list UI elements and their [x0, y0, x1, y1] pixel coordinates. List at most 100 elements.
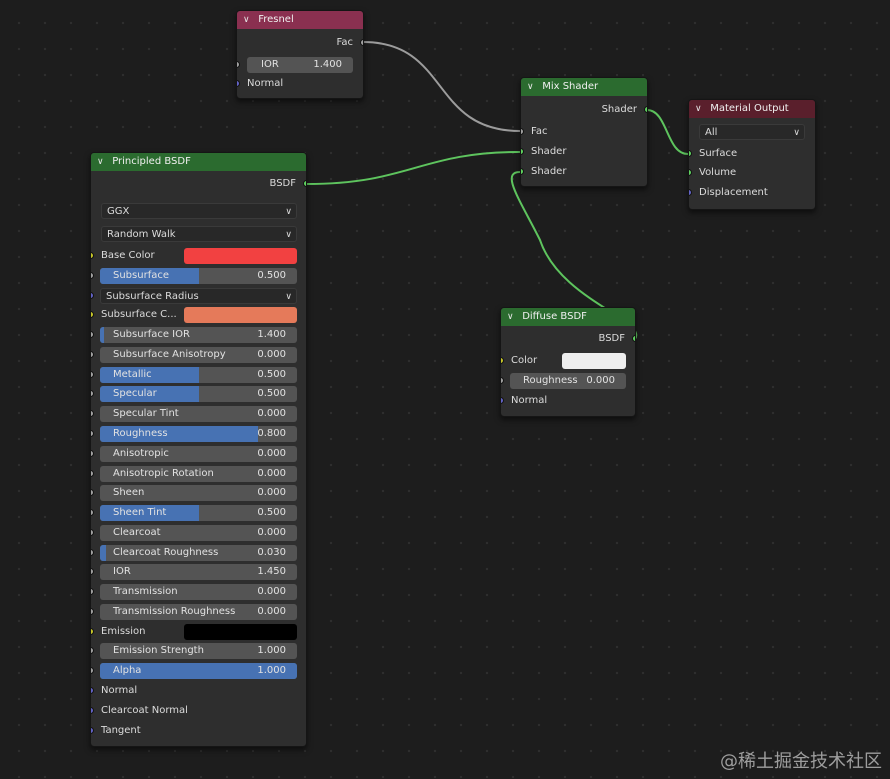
field-input-socket[interactable]: [91, 509, 94, 516]
shader1-input-socket[interactable]: [521, 148, 524, 155]
fac-output-socket[interactable]: [360, 39, 363, 46]
emission-row: Emission: [91, 622, 306, 642]
color-input-socket[interactable]: [501, 357, 504, 364]
normal-socket[interactable]: [91, 687, 94, 694]
field-row: Subsurface Anisotropy 0.000: [91, 345, 306, 365]
field-input-socket[interactable]: [91, 450, 94, 457]
field-label: IOR: [113, 566, 131, 577]
field-row: Specular Tint 0.000: [91, 404, 306, 424]
shader-output-socket[interactable]: [644, 106, 647, 113]
value-field[interactable]: Clearcoat 0.000: [100, 525, 297, 541]
field-input-socket[interactable]: [91, 608, 94, 615]
field-row: Roughness 0.800: [91, 424, 306, 444]
diffuse-normal-row: Normal: [501, 391, 635, 411]
shader2-input-socket[interactable]: [521, 168, 524, 175]
emission-strength-row: Emission Strength 1.000: [91, 641, 306, 661]
collapse-chevron-icon[interactable]: ∨: [527, 82, 534, 92]
value-field[interactable]: Anisotropic 0.000: [100, 446, 297, 462]
value-field[interactable]: Transmission Roughness 0.000: [100, 604, 297, 620]
value-field[interactable]: Sheen 0.000: [100, 485, 297, 501]
field-input-socket[interactable]: [91, 351, 94, 358]
field-input-socket[interactable]: [91, 371, 94, 378]
diffuse-bsdf-node[interactable]: ∨ Diffuse BSDF BSDF Color Roughness 0.00…: [500, 307, 636, 417]
base-color-label: Base Color: [101, 250, 155, 261]
fac-input-socket[interactable]: [521, 128, 524, 135]
principled-header[interactable]: ∨ Principled BSDF: [91, 153, 306, 171]
surface-input-socket[interactable]: [689, 150, 692, 157]
value-field[interactable]: Subsurface Anisotropy 0.000: [100, 347, 297, 363]
value-field[interactable]: Roughness 0.800: [100, 426, 297, 442]
collapse-chevron-icon[interactable]: ∨: [695, 104, 702, 114]
field-input-socket[interactable]: [91, 568, 94, 575]
field-input-socket[interactable]: [91, 529, 94, 536]
base-color-swatch[interactable]: [184, 248, 297, 264]
collapse-chevron-icon[interactable]: ∨: [243, 15, 250, 25]
field-input-socket[interactable]: [91, 470, 94, 477]
value-field[interactable]: Metallic 0.500: [100, 367, 297, 383]
clearcoat-normal-socket[interactable]: [91, 707, 94, 714]
field-label: Subsurface: [113, 270, 169, 281]
material-output-title: Material Output: [710, 103, 789, 114]
value-field[interactable]: Specular 0.500: [100, 386, 297, 402]
collapse-chevron-icon[interactable]: ∨: [507, 312, 514, 322]
color-swatch[interactable]: [562, 353, 626, 369]
volume-input-socket[interactable]: [689, 169, 692, 176]
material-output-header[interactable]: ∨ Material Output: [689, 100, 815, 118]
alpha-field[interactable]: Alpha 1.000: [100, 663, 297, 679]
output-target-dropdown[interactable]: All ∨: [699, 124, 805, 140]
emission-strength-field[interactable]: Emission Strength 1.000: [100, 643, 297, 659]
fresnel-node[interactable]: ∨ Fresnel Fac IOR 1.400 Normal: [236, 10, 364, 99]
emission-socket[interactable]: [91, 628, 94, 635]
ior-field[interactable]: IOR 1.400: [247, 57, 353, 73]
fresnel-header[interactable]: ∨ Fresnel: [237, 11, 363, 29]
fac-input-label: Fac: [531, 126, 548, 137]
field-input-socket[interactable]: [91, 272, 94, 279]
diffuse-header[interactable]: ∨ Diffuse BSDF: [501, 308, 635, 326]
value-field[interactable]: IOR 1.450: [100, 564, 297, 580]
field-label: Subsurface Anisotropy: [113, 349, 226, 360]
base-color-socket[interactable]: [91, 252, 94, 259]
bsdf-output-socket[interactable]: [303, 180, 306, 187]
tangent-socket[interactable]: [91, 727, 94, 734]
emission-strength-label: Emission Strength: [113, 645, 204, 656]
mix-shader-node[interactable]: ∨ Mix Shader Shader Fac Shader Shader: [520, 77, 648, 187]
subsurface-radius-dropdown[interactable]: Subsurface Radius ∨: [100, 288, 297, 304]
roughness-field[interactable]: Roughness 0.000: [510, 373, 626, 389]
roughness-input-socket[interactable]: [501, 377, 504, 384]
ior-input-socket[interactable]: [237, 61, 240, 68]
normal-input-socket[interactable]: [237, 80, 240, 87]
alpha-row: Alpha 1.000: [91, 661, 306, 681]
emission-swatch[interactable]: [184, 624, 297, 640]
field-input-socket[interactable]: [91, 410, 94, 417]
subsurface-color-socket[interactable]: [91, 311, 94, 318]
field-label: Anisotropic Rotation: [113, 468, 214, 479]
material-output-node[interactable]: ∨ Material Output All ∨ Surface Volume D…: [688, 99, 816, 210]
displacement-input-socket[interactable]: [689, 189, 692, 196]
mix-fac-input: Fac: [521, 122, 647, 142]
emission-strength-socket[interactable]: [91, 647, 94, 654]
field-input-socket[interactable]: [91, 489, 94, 496]
value-field[interactable]: Transmission 0.000: [100, 584, 297, 600]
value-field[interactable]: Specular Tint 0.000: [100, 406, 297, 422]
distribution-value: GGX: [107, 206, 130, 217]
subsurface-radius-socket[interactable]: [91, 292, 94, 299]
distribution-dropdown[interactable]: GGX ∨: [101, 203, 297, 219]
value-field[interactable]: Sheen Tint 0.500: [100, 505, 297, 521]
collapse-chevron-icon[interactable]: ∨: [97, 157, 104, 167]
subsurface-color-swatch[interactable]: [184, 307, 297, 323]
field-input-socket[interactable]: [91, 588, 94, 595]
bsdf-output-socket[interactable]: [632, 335, 635, 342]
field-input-socket[interactable]: [91, 430, 94, 437]
principled-bsdf-node[interactable]: ∨ Principled BSDF BSDF GGX ∨ Random Walk…: [90, 152, 307, 747]
value-field[interactable]: Clearcoat Roughness 0.030: [100, 545, 297, 561]
alpha-socket[interactable]: [91, 667, 94, 674]
mix-shader-header[interactable]: ∨ Mix Shader: [521, 78, 647, 96]
value-field[interactable]: Subsurface IOR 1.400: [100, 327, 297, 343]
field-input-socket[interactable]: [91, 331, 94, 338]
value-field[interactable]: Subsurface 0.500: [100, 268, 297, 284]
field-input-socket[interactable]: [91, 549, 94, 556]
value-field[interactable]: Anisotropic Rotation 0.000: [100, 466, 297, 482]
normal-input-socket[interactable]: [501, 397, 504, 404]
subsurface-method-dropdown[interactable]: Random Walk ∨: [101, 226, 297, 242]
field-input-socket[interactable]: [91, 390, 94, 397]
